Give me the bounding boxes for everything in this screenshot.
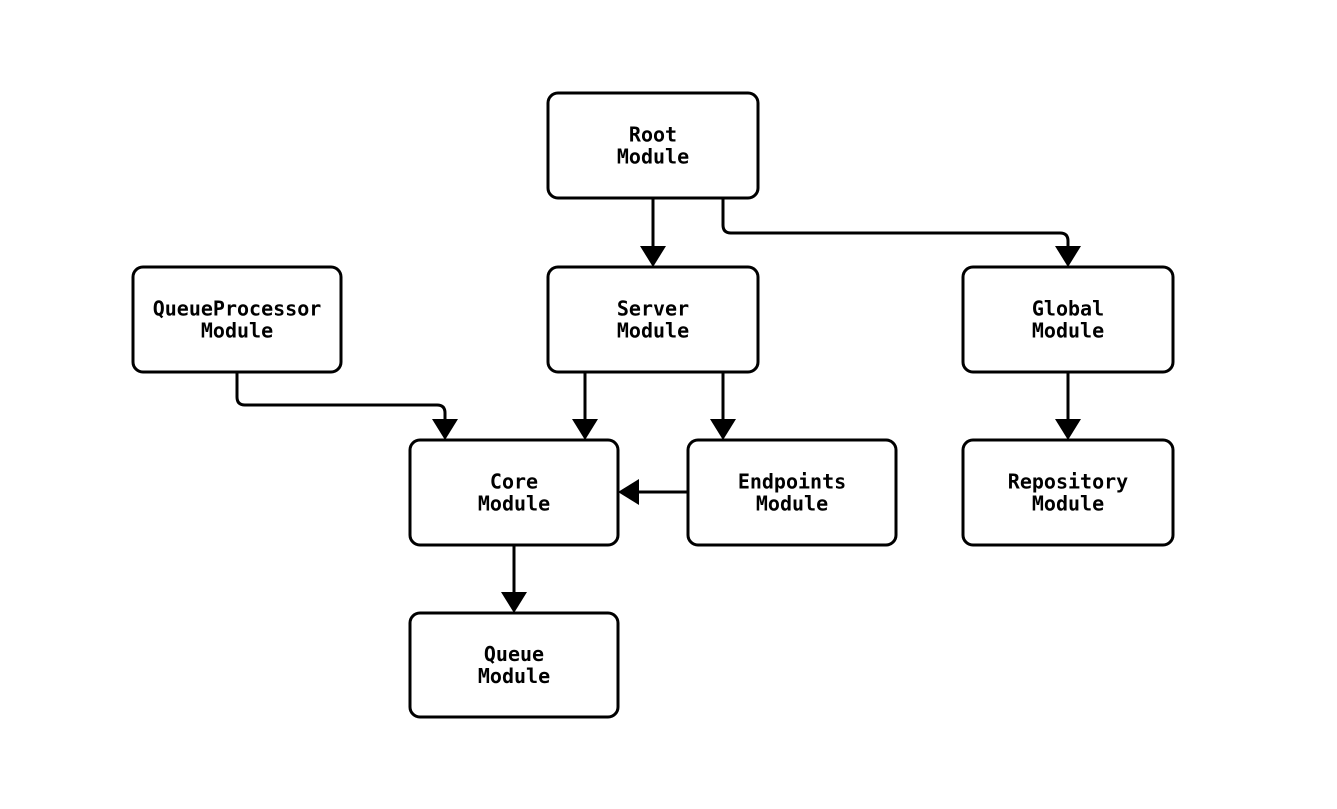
- node-box: [131, 265, 343, 374]
- arrowhead-icon: [618, 479, 639, 505]
- arrowhead-icon: [572, 419, 598, 440]
- edges-layer: [235, 196, 1081, 613]
- edge-server-to-core: [572, 370, 598, 440]
- arrowhead-icon: [432, 419, 458, 440]
- edge-root-to-server: [640, 196, 666, 267]
- node-box: [686, 438, 898, 547]
- edge-global-to-repository: [1055, 370, 1081, 440]
- edge-server-to-endpoints: [710, 370, 736, 440]
- edge-line: [721, 196, 1070, 250]
- edge-core-to-queue: [501, 543, 527, 613]
- edge-queueprocessor-to-core: [235, 370, 458, 440]
- node-box: [408, 611, 620, 719]
- arrowhead-icon: [710, 419, 736, 440]
- node-box: [961, 438, 1175, 547]
- arrowhead-icon: [501, 592, 527, 613]
- node-box: [961, 265, 1175, 374]
- node-box: [546, 91, 760, 200]
- edge-line: [235, 370, 447, 423]
- arrowhead-icon: [1055, 246, 1081, 267]
- node-box: [408, 438, 620, 547]
- edge-root-to-global: [721, 196, 1081, 267]
- arrowhead-icon: [640, 246, 666, 267]
- edge-endpoints-to-core: [618, 479, 690, 505]
- arrowhead-icon: [1055, 419, 1081, 440]
- node-box: [546, 265, 760, 374]
